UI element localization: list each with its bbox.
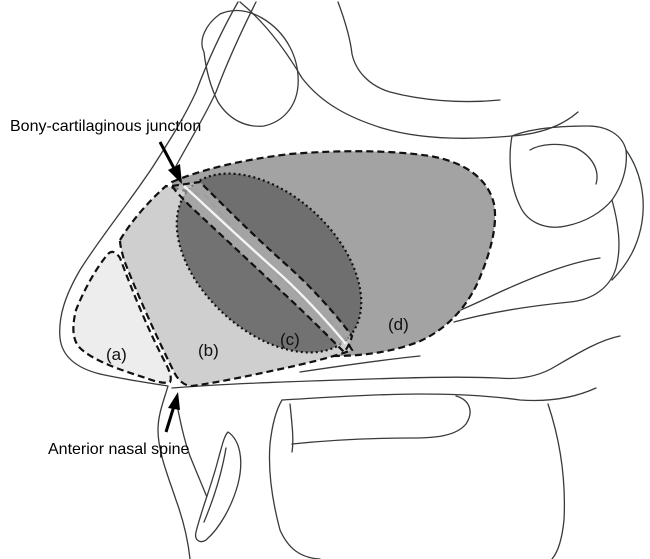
oral-cavity-line — [292, 396, 470, 444]
nasal-dorsum-inner — [176, 2, 256, 166]
zone-c-label: (c) — [280, 330, 300, 349]
spine-label: Anterior nasal spine — [48, 441, 190, 458]
zone-a-label: (a) — [106, 345, 127, 364]
junction-arrow — [160, 142, 182, 184]
spine-arrow-head — [168, 392, 180, 410]
zone-b-label: (b) — [198, 341, 219, 360]
incisor-root — [290, 404, 293, 452]
frontal-sinus-outline — [202, 11, 298, 127]
skull-base-line — [240, 2, 578, 138]
sphenoid-sinus-outline — [510, 126, 626, 227]
sphenoid-inner — [530, 144, 597, 184]
spine-arrow-shaft — [166, 406, 174, 432]
posterior-wall — [612, 150, 643, 280]
zone-d-label: (d) — [388, 315, 409, 334]
tongue-line — [548, 404, 564, 559]
forehead-curve — [338, 2, 500, 102]
palate-front — [269, 400, 320, 559]
junction-label: Bony-cartilaginous junction — [10, 118, 201, 135]
palate-lower — [282, 388, 596, 401]
